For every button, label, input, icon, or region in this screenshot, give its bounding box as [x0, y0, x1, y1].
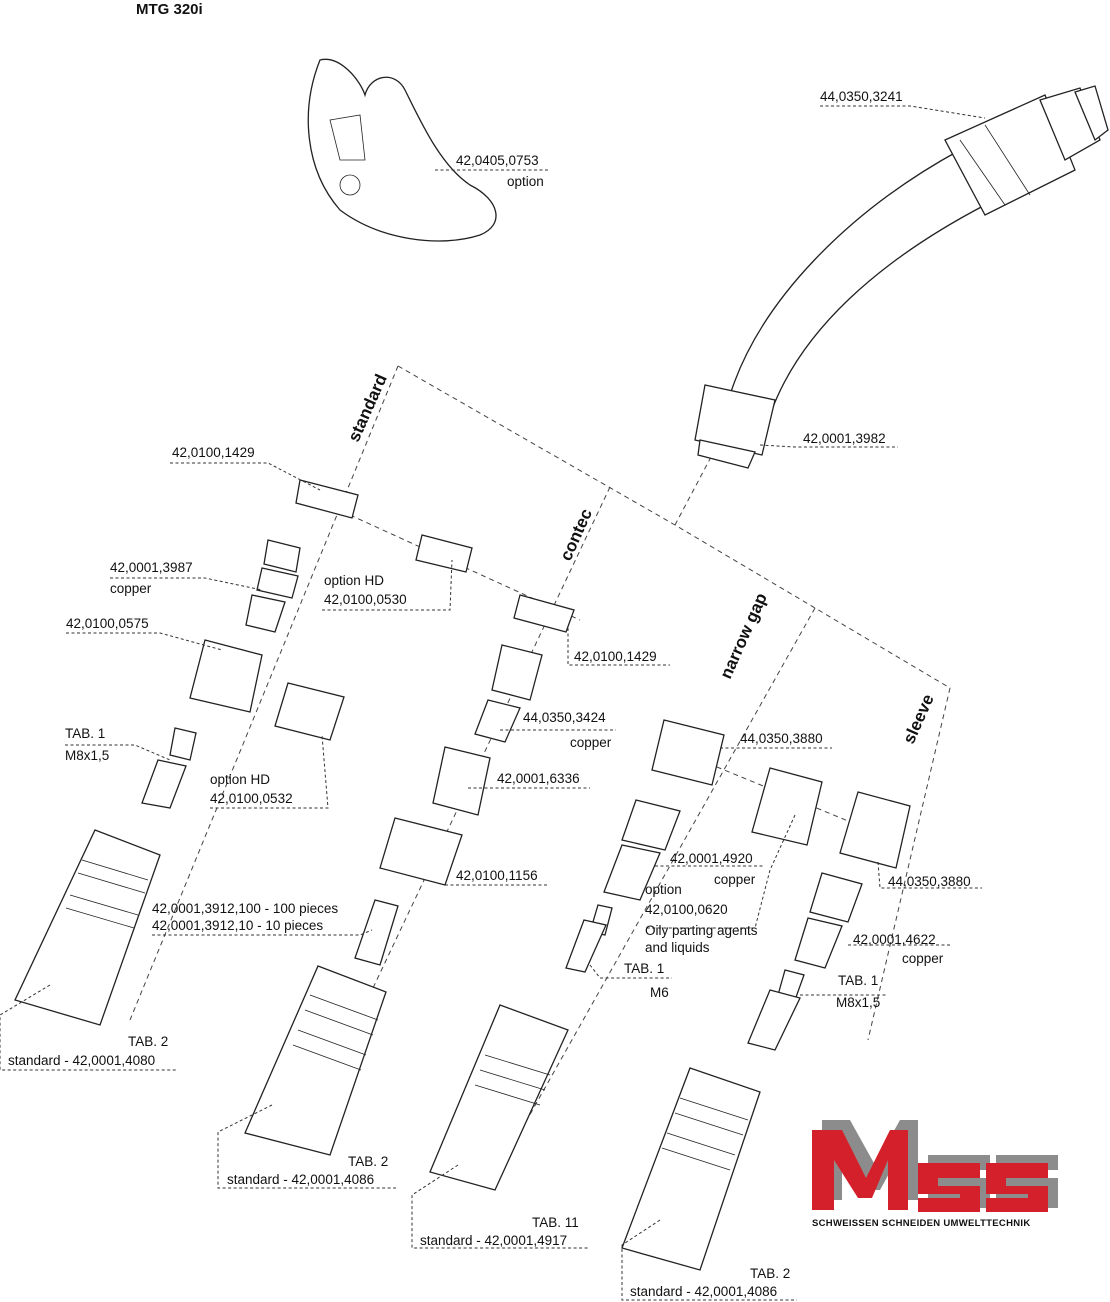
label: 42,0405,0753	[456, 153, 539, 168]
label: 42,0100,1429	[172, 445, 255, 460]
label: 42,0001,3987	[110, 560, 193, 575]
label: TAB. 2	[128, 1034, 168, 1049]
label: Oily parting agents	[645, 923, 758, 938]
standard-parts	[14, 479, 359, 1026]
label: TAB. 2	[750, 1266, 790, 1281]
label: 42,0100,1429	[574, 649, 657, 664]
label: 42,0001,4920	[670, 851, 753, 866]
label: 44,0350,3241	[820, 89, 903, 104]
label: TAB. 1	[624, 961, 664, 976]
label: standard - 42,0001,4086	[227, 1172, 374, 1187]
label: M6	[650, 985, 669, 1000]
label: copper	[902, 951, 944, 966]
label: 44,0350,3424	[523, 710, 606, 725]
label: 42,0100,0532	[210, 791, 293, 806]
label: 42,0100,0620	[645, 902, 728, 917]
label: copper	[714, 872, 756, 887]
label: 44,0350,3880	[888, 874, 971, 889]
label: 42,0001,6336	[497, 771, 580, 786]
label: copper	[110, 581, 152, 596]
part-labels: 42,0405,0753 option 44,0350,3241 42,0001…	[8, 89, 971, 1299]
label: standard - 42,0001,4086	[630, 1284, 777, 1299]
label: 42,0001,3982	[803, 431, 886, 446]
label: 42,0001,3912,10 - 10 pieces	[152, 918, 323, 933]
label: 42,0001,4622	[853, 932, 936, 947]
label: TAB. 1	[65, 726, 105, 741]
narrow-gap-parts	[429, 719, 725, 1191]
contec-parts	[244, 594, 575, 1156]
mss-logo: SCHWEISSEN SCHNEIDEN UMWELTTECHNIK	[812, 1120, 1058, 1229]
label: option HD	[210, 772, 270, 787]
leader-lines	[0, 105, 986, 1301]
label: standard - 42,0001,4080	[8, 1053, 155, 1068]
protective-shield	[307, 58, 497, 242]
label: and liquids	[645, 940, 710, 955]
section-standard: standard	[344, 371, 391, 444]
sleeve-parts	[621, 767, 911, 1271]
label: TAB. 1	[838, 973, 878, 988]
option-hd-sleeve	[415, 534, 473, 573]
logo-tagline: SCHWEISSEN SCHNEIDEN UMWELTTECHNIK	[812, 1218, 1031, 1229]
label: 42,0100,0530	[324, 592, 407, 607]
label: M8x1,5	[836, 995, 880, 1010]
label: TAB. 11	[532, 1215, 579, 1230]
label: 42,0100,0575	[66, 616, 149, 631]
label: 42,0001,3912,100 - 100 pieces	[152, 901, 338, 916]
label: standard - 42,0001,4917	[420, 1233, 567, 1248]
section-narrow-gap: narrow gap	[716, 590, 771, 681]
label: option	[645, 882, 682, 897]
label: option	[507, 174, 544, 189]
section-contec: contec	[556, 506, 596, 564]
label: TAB. 2	[348, 1154, 388, 1169]
label: M8x1,5	[65, 748, 109, 763]
torch-neck	[694, 85, 1109, 469]
label: option HD	[324, 573, 384, 588]
label: 42,0100,1156	[456, 868, 538, 883]
label: 44,0350,3880	[740, 731, 823, 746]
label: copper	[570, 735, 612, 750]
section-sleeve: sleeve	[899, 691, 938, 746]
diagram-title: MTG 320i	[136, 1, 203, 18]
